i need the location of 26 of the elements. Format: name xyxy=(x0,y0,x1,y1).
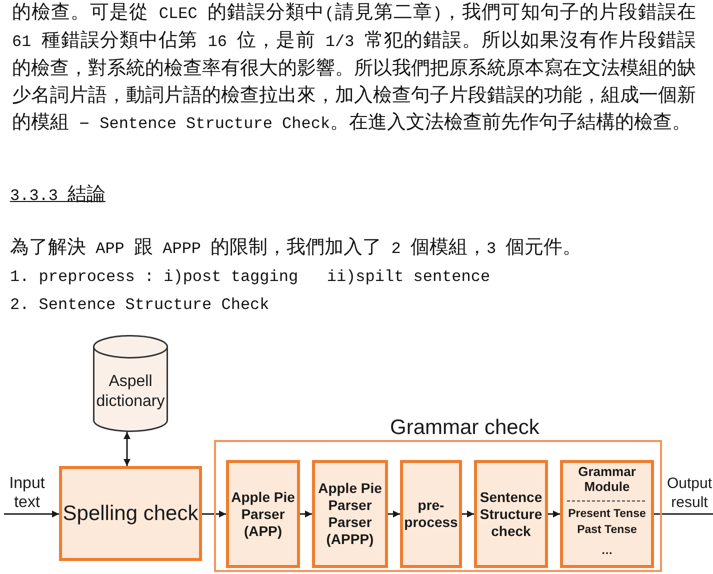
process-box: Apple Pie Parser Parser (APPP) xyxy=(312,460,388,568)
process-box: Apple Pie Parser (APP) xyxy=(226,460,300,568)
database-cylinder: Aspell dictionary xyxy=(93,335,168,432)
list-item: Present Tense xyxy=(567,507,647,522)
process-box: Sentence Structure check xyxy=(474,460,548,568)
input-label: Input text xyxy=(4,472,50,513)
section-heading: 3.3.3 結論 xyxy=(10,183,106,208)
list-item: 2. Sentence Structure Check xyxy=(10,295,270,316)
process-box: pre-process xyxy=(400,460,462,568)
arrow xyxy=(462,510,474,518)
text-line: 為了解決 APP 跟 APPP 的限制，我們加入了 2 個模組，3 個元件。 xyxy=(10,236,582,261)
list-item: 1. preprocess : i)post tagging ii)spilt sentence xyxy=(10,267,490,288)
group-title: Grammar check xyxy=(390,416,540,440)
list-item: … xyxy=(600,544,614,559)
arrow xyxy=(4,510,59,518)
arrow xyxy=(548,510,560,518)
list-item: Past Tense xyxy=(576,523,638,538)
process-box xyxy=(560,460,654,568)
process-box: Spelling check xyxy=(59,466,202,561)
arrow xyxy=(300,510,312,518)
module-title: Grammar Module xyxy=(577,464,637,494)
arrow xyxy=(202,510,226,518)
output-label: Output result xyxy=(666,472,713,513)
body-paragraph: 的檢查。可是從 CLEC 的錯誤分類中(請見第二章)，我們可知句子的片段錯誤在61 種錯誤分類中佔第 16 位，是前 1/3 常犯的錯誤。所以如果沒有作片段錯誤的檢查，對系統的檢查率有很大的影響。所以我們把原系統原本寫在文法模組的缺少名詞片語，動詞片語的檢查拉出來，加入檢查句子片段錯誤的功能，組成一個新的模組 – Sentence Structure Check。在進入文法檢查前先作句子結構的檢查。 xyxy=(12,1,696,136)
arrow xyxy=(124,432,130,466)
arrow xyxy=(388,510,400,518)
